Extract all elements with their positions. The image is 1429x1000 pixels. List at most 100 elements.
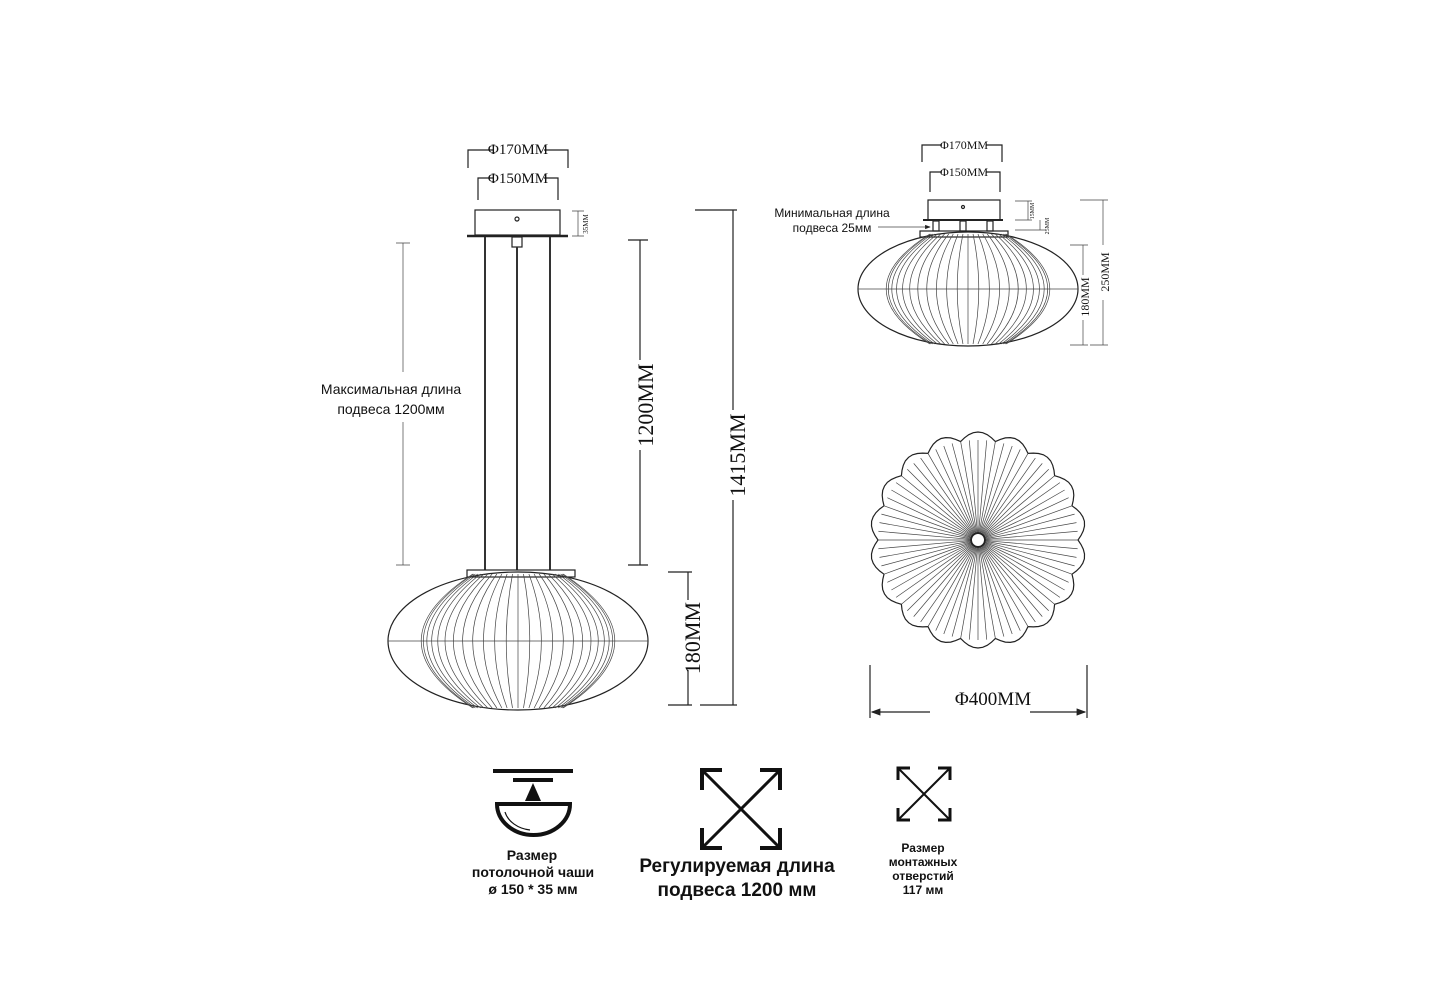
flower-rib <box>979 443 1005 533</box>
shade-rib <box>523 573 531 709</box>
flower-rib <box>981 547 1021 631</box>
flower-rib <box>878 540 971 550</box>
flower-rib <box>982 463 1043 535</box>
shade-rib <box>472 573 498 709</box>
shade-rib <box>528 573 542 709</box>
shade-rib <box>551 573 592 709</box>
flower-rib <box>883 542 971 575</box>
flower-rib <box>981 449 1021 533</box>
flower-rib <box>920 457 974 534</box>
shade-rib <box>538 573 564 709</box>
svg-text:Максимальная длина: Максимальная длина <box>321 381 461 397</box>
flower-rib <box>985 543 1069 583</box>
center-hub <box>970 532 986 548</box>
shade-rib <box>483 573 503 709</box>
dim-total-250: 250MM <box>1080 199 1112 346</box>
pendant-view: Φ170MM Φ150MM 35MM Максимальная длина по… <box>321 141 750 711</box>
flower-rib <box>879 522 971 539</box>
shade-rib <box>562 573 615 709</box>
flower-rib <box>879 541 971 558</box>
flower-rib <box>887 543 971 583</box>
flower-rib <box>982 545 1043 617</box>
flower-rib <box>920 546 974 623</box>
canopy <box>474 209 561 236</box>
legend-adjustable: Регулируемая длина подвеса 1200 мм <box>639 768 835 901</box>
svg-text:ø 150 * 35 мм: ø 150 * 35 мм <box>488 881 577 897</box>
svg-text:Минимальная длина: Минимальная длина <box>774 206 890 220</box>
flower-rib <box>883 505 971 538</box>
shade-rib <box>421 573 474 709</box>
note-min-length: Минимальная длина подвеса 25мм <box>774 206 931 235</box>
flower-rib <box>983 544 1055 605</box>
expand-arrows-icon <box>700 768 782 850</box>
svg-text:Размер: Размер <box>507 847 557 863</box>
flower-rib <box>913 545 974 617</box>
shade-rib <box>1004 233 1049 345</box>
svg-text:Φ150MM: Φ150MM <box>940 165 988 179</box>
flower-rib <box>980 445 1013 533</box>
dim-diameter-150: Φ150MM <box>477 169 559 200</box>
svg-text:180MM: 180MM <box>680 602 705 674</box>
flower-rib <box>881 513 971 539</box>
flower-rib <box>968 440 978 533</box>
flush-shade <box>857 231 1079 347</box>
pendant-shade <box>387 571 649 711</box>
flower-rib <box>985 540 1078 550</box>
flower-rib <box>983 545 1049 611</box>
dim-diameter-170: Φ170MM <box>467 141 569 168</box>
shade-rib <box>431 573 478 709</box>
shade-rib <box>926 233 950 345</box>
shade-rib <box>902 233 938 345</box>
svg-text:Φ400MM: Φ400MM <box>955 689 1031 710</box>
shade-rib <box>444 573 485 709</box>
flower-rib <box>881 541 971 567</box>
suspension-rods <box>484 237 551 570</box>
flower-rib <box>985 530 1078 540</box>
shade-rib <box>936 233 954 345</box>
svg-text:Регулируемая длина: Регулируемая длина <box>639 856 835 877</box>
flower-rib <box>901 544 973 605</box>
shade-rib <box>896 233 935 345</box>
flower-rib <box>943 445 976 533</box>
dim-shade-180: 180MM <box>668 571 705 706</box>
flower-rib <box>935 547 975 631</box>
svg-text:подвеса 25мм: подвеса 25мм <box>793 221 872 235</box>
shade-rib <box>452 573 489 709</box>
flower-rib <box>891 489 972 537</box>
flower-rib <box>935 449 975 533</box>
flower-rib <box>984 544 1061 598</box>
shade-bottom-flower <box>870 431 1086 649</box>
bottom-view: Φ400MM <box>869 431 1088 718</box>
flower-rib <box>980 547 1013 635</box>
note-max-length: Максимальная длина подвеса 1200мм <box>321 242 461 566</box>
flower-rib <box>907 469 973 535</box>
flower-rib <box>985 522 1077 539</box>
flower-rib <box>978 547 988 640</box>
flower-rib <box>913 463 974 535</box>
flower-rib <box>985 541 1075 567</box>
shade-rib <box>986 233 1010 345</box>
svg-text:1415MM: 1415MM <box>725 413 750 496</box>
svg-text:15MM: 15MM <box>1030 202 1036 219</box>
svg-text:1200MM: 1200MM <box>633 363 658 446</box>
flower-rib <box>960 441 977 533</box>
flower-rib <box>895 482 972 536</box>
mounting-holes-icon <box>896 766 952 822</box>
flower-rib <box>878 530 971 540</box>
flower-rib <box>979 547 1005 637</box>
shade-rib <box>437 573 481 709</box>
flower-rib <box>985 497 1069 537</box>
flower-rib <box>951 547 977 637</box>
dim-diameter-400: Φ400MM <box>869 665 1088 718</box>
svg-text:подвеса 1200мм: подвеса 1200мм <box>337 401 444 417</box>
shade-rib <box>558 573 605 709</box>
dim-shade-180: 180MM <box>1070 244 1092 346</box>
shade-rib <box>462 573 493 709</box>
flower-rib <box>968 547 978 640</box>
dim-diameter-150: Φ150MM <box>929 164 1001 192</box>
flower-rib <box>981 546 1029 627</box>
dim-total-1415: 1415MM <box>695 209 750 706</box>
ceiling-bowl-icon <box>493 769 573 837</box>
shade-rib <box>887 233 932 345</box>
